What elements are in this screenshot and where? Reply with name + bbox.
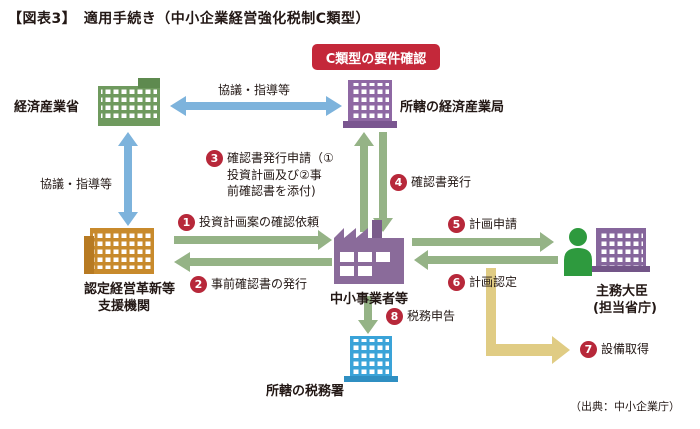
step3-arrow xyxy=(354,132,374,232)
step7-arrow xyxy=(486,268,570,364)
step1-text: 投資計画案の確認依頼 xyxy=(199,215,320,229)
page-title: 【図表3】 適用手続き（中小企業経営強化税制C類型） xyxy=(8,11,371,27)
step1-arrow xyxy=(174,230,332,250)
step3-label: 3 確認書発行申請（① 投資計画及び②事 前確認書を添付) xyxy=(206,150,334,199)
step6-number: 6 xyxy=(448,274,465,291)
step8-number: 8 xyxy=(386,308,403,325)
step5-number: 5 xyxy=(448,216,465,233)
meti-building-icon xyxy=(98,78,160,126)
support-org-building-icon xyxy=(84,228,154,274)
step8-label: 8 税務申告 xyxy=(386,308,455,325)
step2-arrow xyxy=(174,252,332,272)
step2-number: 2 xyxy=(190,276,207,293)
step3-line3: 前確認書を添付) xyxy=(227,184,316,198)
tax-office-building-icon xyxy=(344,336,398,382)
source-note: （出典：中小企業庁） xyxy=(570,400,680,413)
person-icon xyxy=(564,228,592,276)
step4-number: 4 xyxy=(390,174,407,191)
step2-text: 事前確認書の発行 xyxy=(211,277,308,291)
step8-arrow xyxy=(358,296,378,334)
step5-text: 計画申請 xyxy=(469,217,518,231)
step8-text: 税務申告 xyxy=(407,309,456,323)
step3-line1: 確認書発行申請（① xyxy=(227,151,334,165)
step7-number: 7 xyxy=(580,341,597,358)
regional-bureau-label: 所轄の経済産業局 xyxy=(400,100,505,115)
step5-arrow xyxy=(412,232,554,252)
step7-label: 7 設備取得 xyxy=(580,341,649,358)
step5-label: 5 計画申請 xyxy=(448,216,517,233)
step2-label: 2 事前確認書の発行 xyxy=(190,276,307,293)
requirement-badge: C類型の要件確認 xyxy=(312,44,440,70)
minister-label-line1: 主務大臣 xyxy=(596,284,649,299)
meti-label: 経済産業省 xyxy=(14,100,80,115)
step6-arrow xyxy=(414,250,558,270)
step6-label: 6 計画認定 xyxy=(448,274,517,291)
step4-arrow xyxy=(373,132,393,232)
consult-left-label: 協議・指導等 xyxy=(40,177,113,191)
step4-text: 確認書発行 xyxy=(411,175,472,189)
support-org-label-line1: 認定経営革新等 xyxy=(84,282,176,297)
consult-arrow-left xyxy=(118,132,138,226)
step3-line2: 投資計画及び②事 xyxy=(227,168,322,182)
step3-number: 3 xyxy=(206,150,223,167)
minister-building-icon xyxy=(592,228,650,272)
consult-arrow-top xyxy=(170,96,342,116)
minister-label-line2: (担当省庁) xyxy=(593,301,657,316)
tax-office-label: 所轄の税務署 xyxy=(266,384,345,399)
step1-label: 1 投資計画案の確認依頼 xyxy=(178,214,319,231)
consult-top-label: 協議・指導等 xyxy=(218,83,291,97)
support-org-label-line2: 支援機関 xyxy=(98,299,151,314)
bureau-building-icon xyxy=(343,80,397,128)
step7-text: 設備取得 xyxy=(601,342,650,356)
step1-number: 1 xyxy=(178,214,195,231)
sme-building-icon xyxy=(334,220,404,284)
step6-text: 計画認定 xyxy=(469,275,518,289)
step4-label: 4 確認書発行 xyxy=(390,174,471,191)
sme-label: 中小事業者等 xyxy=(330,292,409,307)
